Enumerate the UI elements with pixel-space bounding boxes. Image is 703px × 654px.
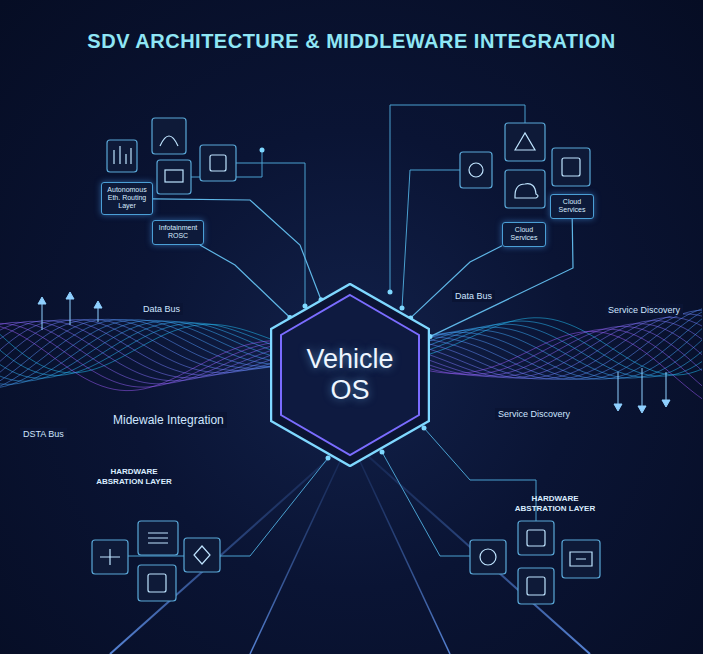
os-hexagon: Vehicle OS [270,283,430,467]
arrow-head [614,404,622,411]
service-box: Cloud Services [502,222,546,247]
chip-glyph [562,158,580,176]
label: HARDWARE ABSTRATION LAYER [506,493,604,515]
icon-box [138,565,176,601]
hexagon-outline [271,284,429,466]
service-name: Cloud Services [554,198,590,214]
bars-glyph [114,146,131,164]
icon-box [138,521,178,555]
leader-lines [128,105,536,556]
service-name: Cloud Services [506,226,542,242]
icon-box [562,540,600,578]
monitor-glyph [570,552,592,566]
cloud-alert-glyph [515,133,535,150]
road [110,440,590,654]
service-name: Autonomous Eth. Routing Layer [105,186,149,210]
os-name: Vehicle OS [290,344,410,406]
icon-box [184,538,220,572]
icon-box [552,148,590,186]
chip-glyph [210,155,226,171]
connector [200,245,290,318]
service-name: Infotainment [156,224,200,232]
service-box: Autonomous Eth. Routing Layer [101,182,153,215]
icon-box [518,521,554,555]
title: SDV ARCHITECTURE & MIDDLEWARE INTEGRATIO… [0,30,703,53]
hexagon-inner [281,295,419,455]
cloud-glyph [515,184,538,198]
dot [260,148,265,153]
service-name: ROSC [156,232,200,240]
leader-line [402,170,460,308]
down-arrow [666,372,667,404]
printer-glyph [165,170,183,182]
label: Data Bus [140,303,183,315]
dot [380,450,385,455]
icon-box [505,170,545,208]
leader-line [382,452,470,556]
diamond-glyph [194,546,210,564]
leader-line [128,458,328,556]
arrow-head [94,301,102,308]
board-glyph [527,577,545,595]
connector [411,246,502,318]
icon-box [200,145,236,181]
road-line [350,440,590,654]
plug-glyph [100,549,120,565]
label: Midewale Integration [110,412,227,428]
chip-glyph [148,574,166,592]
icon-box [92,540,128,574]
icon-box [107,140,137,172]
label: Service Discovery [495,408,573,420]
label: HARDWARE ABSRATION LAYER [86,466,182,488]
arch-glyph [160,136,178,146]
down-arrow [618,372,619,408]
leader-dots [260,148,427,461]
road-line [250,440,350,654]
icon-box [518,568,554,604]
dot [400,306,405,311]
chip-glyph [527,530,545,546]
leader-line [236,163,305,306]
label: Data Bus [452,290,495,302]
dot [388,290,393,295]
label: Service Discovery [605,304,683,316]
gear-glyph [480,549,496,565]
down-arrow [642,368,643,410]
connector [430,219,573,337]
service-box: Cloud Services [550,194,594,219]
icon-boxes [92,118,600,604]
lines-glyph [148,533,168,543]
service-box: InfotainmentROSC [152,220,204,245]
icon-box [157,160,191,194]
road-centre-line [349,440,351,654]
gear-glyph [469,163,483,177]
icon-box [460,152,492,188]
connector [153,199,321,300]
icon-glyphs [100,133,592,595]
icon-box [152,118,186,154]
arrow-head [66,292,74,299]
label: DSTA Bus [20,428,67,440]
icon-box [505,123,545,161]
arrow-head [638,406,646,413]
icon-box [470,540,506,574]
arrow-head [38,297,46,304]
arrow-head [662,400,670,407]
dot [326,456,331,461]
